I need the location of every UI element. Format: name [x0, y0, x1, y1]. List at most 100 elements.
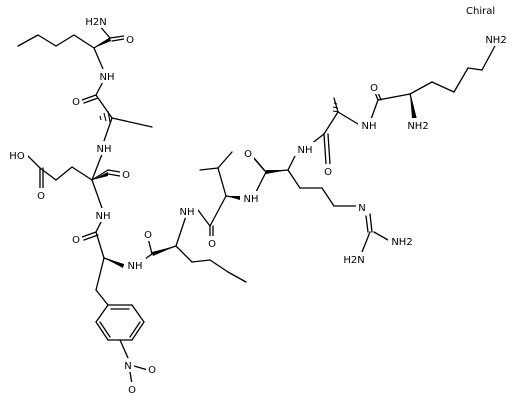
- bond: [321, 187, 335, 207]
- atom-oxygen: O: [126, 35, 134, 46]
- wedge-bond: [410, 94, 416, 118]
- atom-nitro-o: O: [148, 365, 156, 376]
- bond: [71, 166, 93, 181]
- bond: [129, 321, 141, 338]
- bond: [209, 195, 227, 227]
- hashed-bond: [332, 102, 340, 113]
- bond: [131, 321, 145, 341]
- atom-hydroxyl: HO: [9, 151, 25, 162]
- atom-nitro-o: O: [128, 385, 136, 396]
- bond: [373, 231, 389, 241]
- atom-oxygen: O: [144, 230, 152, 241]
- bond: [95, 289, 109, 306]
- bond: [175, 215, 187, 247]
- bond: [431, 81, 455, 93]
- atom-oxygen: O: [244, 149, 252, 160]
- atom-guanidine-n: N: [358, 203, 365, 214]
- atom-oxygen: O: [72, 235, 80, 246]
- bond: [119, 339, 129, 359]
- bond: [369, 213, 373, 233]
- chiral-flag: Chiral: [466, 6, 495, 17]
- atom-guanidine-nh2: NH2: [391, 237, 412, 248]
- atom-nitro-n: N: [124, 361, 131, 372]
- atom-oxygen: O: [370, 83, 378, 94]
- wedge-bond: [104, 258, 124, 268]
- bond: [91, 169, 109, 181]
- bond: [453, 67, 469, 93]
- bond: [175, 245, 193, 263]
- atom-nh: NH: [128, 261, 143, 272]
- atom-alpha-nh2: NH2: [407, 121, 428, 132]
- atom-oxygen: O: [37, 191, 45, 202]
- bond: [99, 321, 111, 338]
- bond: [81, 231, 97, 238]
- hashed-bond: [99, 110, 111, 123]
- atom-labels: H2N O NH O HO O NH O NH O NH O NH O NH O…: [6, 14, 510, 396]
- atom-nh: NH: [244, 194, 259, 205]
- wedge-bond: [92, 172, 108, 180]
- bond-skeleton: [17, 23, 497, 385]
- bond: [191, 259, 211, 263]
- bond: [217, 151, 233, 169]
- bond: [199, 167, 219, 171]
- bond: [333, 97, 339, 113]
- bond: [95, 231, 105, 259]
- atom-oxygen: O: [324, 167, 332, 178]
- atom-nh: NH: [97, 144, 112, 155]
- bond: [109, 35, 125, 39]
- wedge-bond: [226, 196, 240, 200]
- bond: [73, 34, 95, 49]
- bond: [55, 166, 73, 181]
- bond: [91, 179, 103, 209]
- atom-oxygen: O: [208, 239, 216, 250]
- bond: [95, 321, 109, 341]
- bond: [365, 215, 369, 233]
- atom-nh: NH: [180, 207, 195, 218]
- bond: [95, 257, 105, 291]
- bond: [83, 234, 99, 241]
- stereo-bonds: [92, 38, 416, 268]
- bond: [81, 94, 97, 101]
- bond: [227, 271, 247, 283]
- wedge-bond: [152, 246, 176, 256]
- bond: [37, 34, 57, 47]
- bond: [287, 169, 301, 189]
- atom-oxygen: O: [122, 170, 130, 181]
- bond: [107, 169, 121, 173]
- bond: [209, 259, 229, 273]
- bond: [17, 34, 39, 47]
- bond: [133, 365, 149, 371]
- atom-amide-nh2: H2N: [85, 17, 106, 28]
- atom-nh: NH: [298, 145, 313, 156]
- atom-epsilon-nh2: NH2: [485, 35, 506, 46]
- bond: [107, 173, 121, 177]
- bond: [55, 34, 75, 47]
- bond: [361, 231, 371, 253]
- atom-guanidine-nh2: H2N: [343, 255, 364, 266]
- bond: [323, 133, 327, 165]
- bond: [467, 67, 483, 71]
- bond: [337, 111, 359, 125]
- atom-nh: NH: [100, 72, 115, 83]
- bond: [197, 209, 211, 227]
- wedge-bond: [266, 170, 288, 174]
- bond: [217, 167, 227, 197]
- bond: [95, 304, 109, 323]
- bond: [131, 304, 145, 323]
- bond: [27, 155, 41, 169]
- bond: [111, 117, 153, 128]
- atom-oxygen: O: [72, 97, 80, 108]
- bond: [409, 81, 433, 95]
- bond: [377, 93, 411, 101]
- bond: [103, 117, 113, 142]
- bond: [83, 97, 99, 104]
- atom-nh: NH: [96, 211, 111, 222]
- bond: [95, 94, 113, 119]
- bond: [327, 133, 331, 165]
- bond: [481, 43, 497, 71]
- bond: [111, 38, 125, 42]
- bond: [287, 153, 297, 171]
- atom-nh: NH: [362, 121, 377, 132]
